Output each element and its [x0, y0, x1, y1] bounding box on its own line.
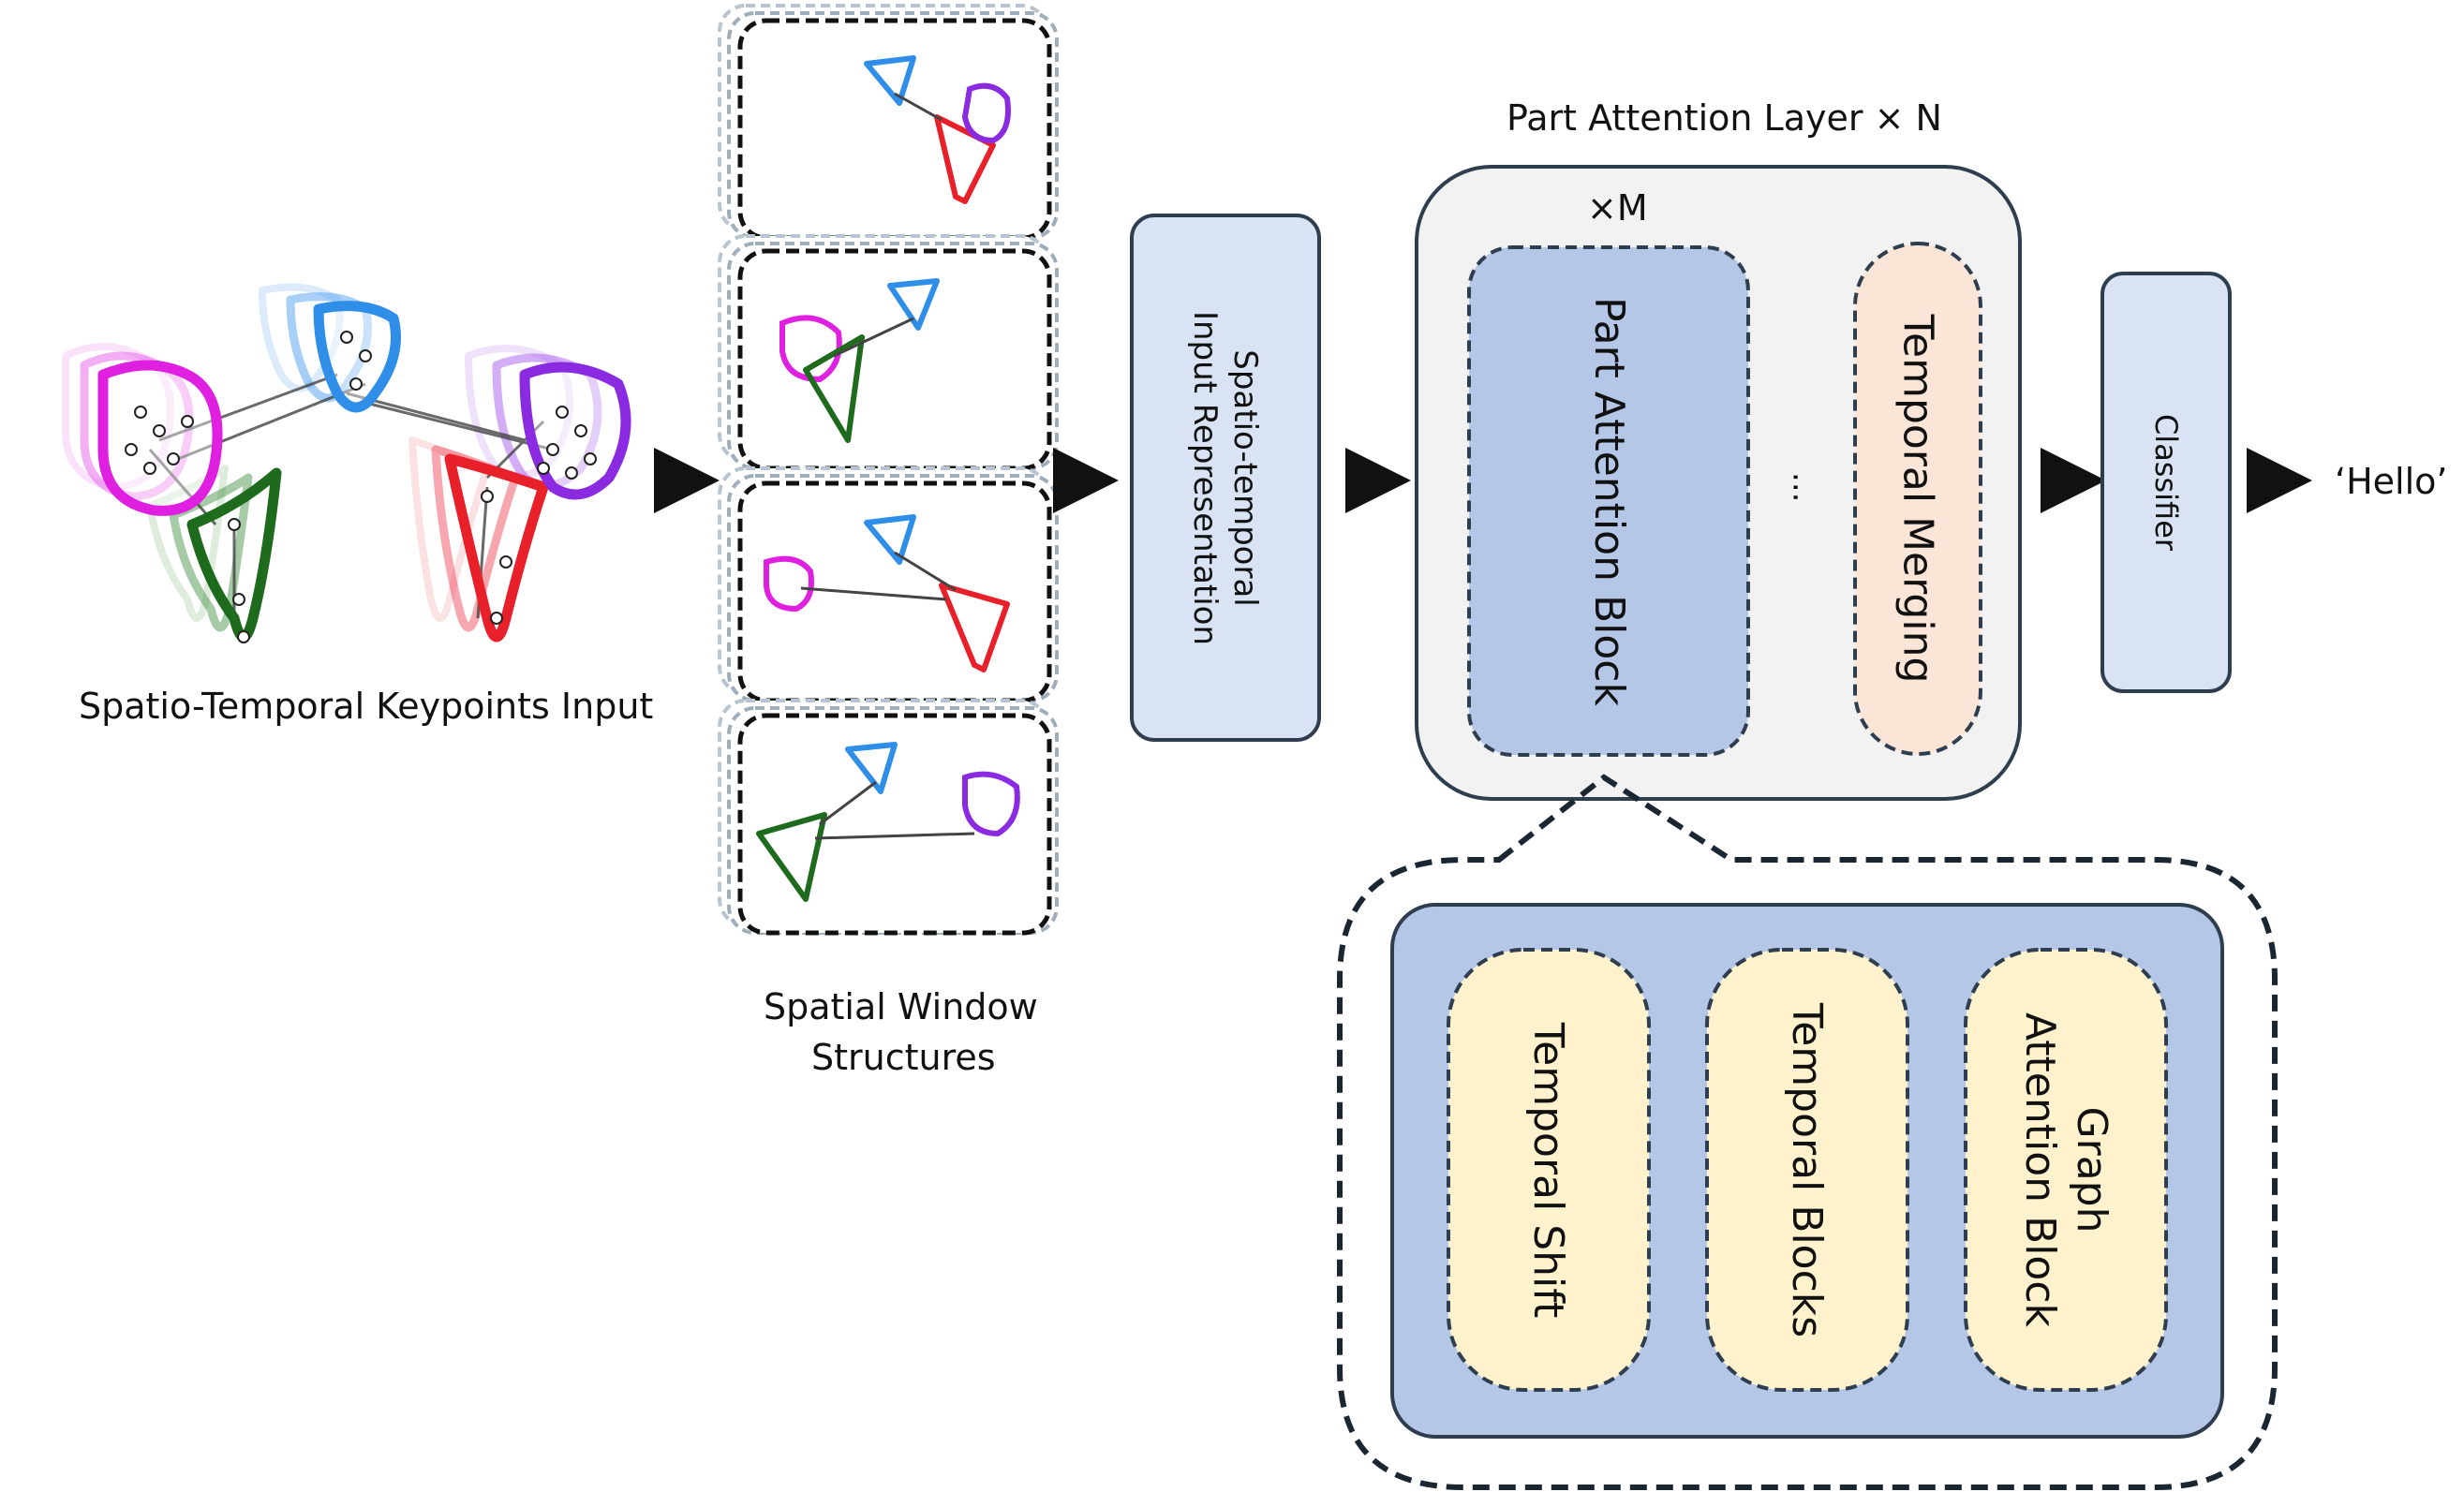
- temporal-blocks-text: Temporal Blocks: [1783, 1002, 1832, 1337]
- part-attention-block-label: Part Attention Block: [1469, 247, 1748, 755]
- window-panel-1: [718, 4, 1059, 241]
- repeat-m-label: ×M: [1587, 187, 1648, 229]
- keypoints-input-caption: Spatio-Temporal Keypoints Input: [79, 686, 654, 727]
- spatial-window-panels: [718, 4, 1059, 936]
- window-panel-3: [718, 466, 1059, 703]
- temporal-shift-label: Temporal Shift: [1448, 950, 1649, 1390]
- part-attention-block-text: Part Attention Block: [1584, 296, 1633, 706]
- graph-attention-line2: Attention Block: [2016, 1012, 2064, 1328]
- ellipsis-text: ...: [1785, 471, 1823, 503]
- window-panel-4: [718, 699, 1059, 936]
- detail-callout: [1337, 774, 2278, 1490]
- keypoints-input-illustration: [62, 283, 631, 643]
- temporal-merging-label: Temporal Merging: [1855, 244, 1981, 754]
- temporal-blocks-label: Temporal Blocks: [1707, 950, 1907, 1390]
- temporal-merging-box: [1853, 242, 1982, 756]
- temporal-shift-box: [1447, 948, 1651, 1392]
- part-attention-layer-title: Part Attention Layer × N: [1507, 97, 1942, 139]
- part-attention-block-box: [1467, 245, 1750, 757]
- input-representation-box: [1130, 214, 1321, 742]
- classifier-text: Classifier: [2148, 413, 2185, 552]
- spatial-window-caption-line1: Spatial Window: [764, 986, 1038, 1027]
- input-rep-line1: Spatio-temporal: [1226, 348, 1265, 607]
- spatial-window-caption-line2: Structures: [811, 1037, 996, 1078]
- temporal-blocks-box: [1705, 948, 1909, 1392]
- graph-attention-box: [1964, 948, 2168, 1392]
- input-rep-line2: Input Representation: [1187, 310, 1225, 645]
- graph-attention-line1: Graph: [2068, 1106, 2115, 1233]
- ellipsis-label: ...: [1771, 459, 1836, 515]
- output-label: ‘Hello’: [2335, 461, 2448, 502]
- classifier-box: [2100, 272, 2232, 693]
- temporal-shift-text: Temporal Shift: [1524, 1022, 1573, 1318]
- window-panel-2: [718, 234, 1059, 471]
- classifier-label: Classifier: [2102, 273, 2230, 691]
- temporal-merging-text: Temporal Merging: [1893, 314, 1942, 684]
